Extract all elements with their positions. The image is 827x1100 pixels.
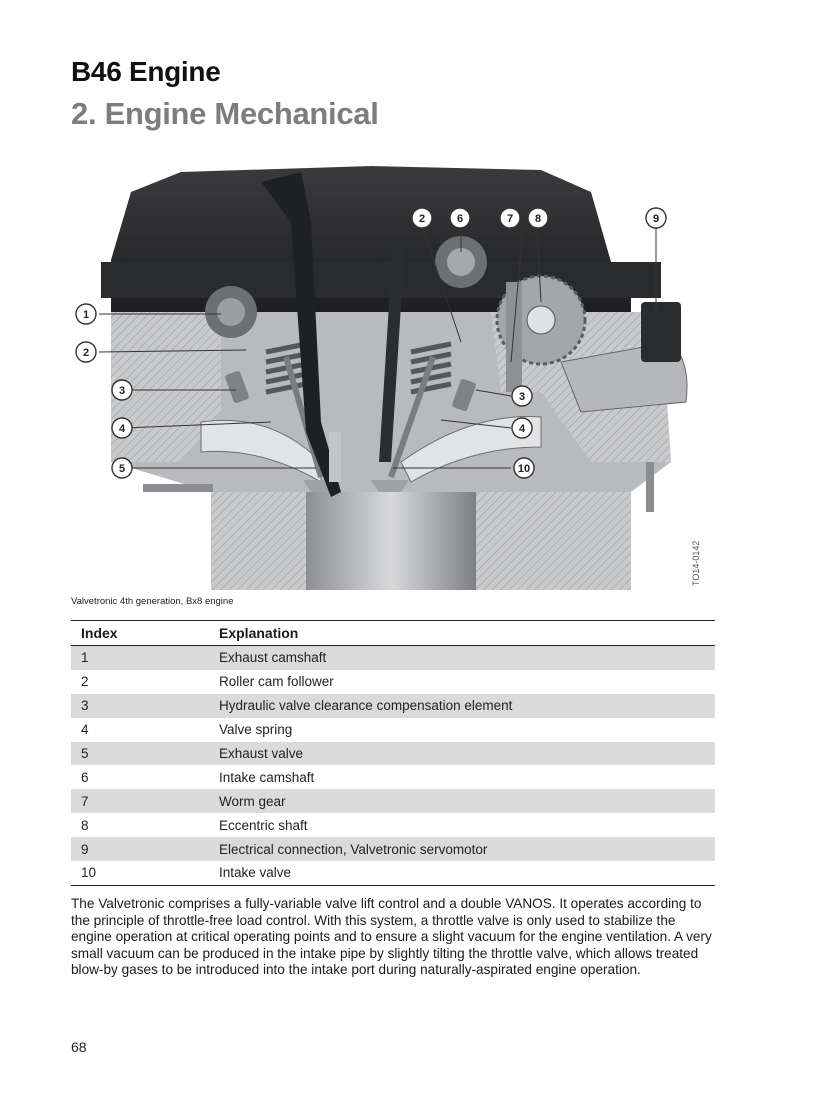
table-cell-index: 1: [71, 645, 209, 670]
table-row: 6 Intake camshaft: [71, 765, 715, 789]
callout-2-left: 2: [75, 341, 97, 363]
body-paragraph: The Valvetronic comprises a fully-variab…: [71, 896, 712, 978]
table-cell-index: 8: [81, 817, 89, 833]
callout-3-right: 3: [511, 385, 533, 407]
svg-text:7: 7: [507, 213, 513, 225]
table-cell-explanation: Electrical connection, Valvetronic servo…: [209, 837, 715, 862]
table-cell-index: 7: [71, 789, 209, 814]
table-cell-explanation: Exhaust valve: [209, 741, 715, 766]
callout-10: 10: [513, 457, 535, 479]
section-title: 2. Engine Mechanical: [71, 96, 379, 131]
engine-cutaway-figure: 1 2 3 4 5 2 3 4 10 6 7 8 9 TO14-0142: [71, 162, 716, 590]
column-header-explanation: Explanation: [209, 620, 715, 646]
image-code: TO14-0142: [691, 541, 701, 586]
callout-2-right: 2: [411, 207, 433, 229]
table-header-row: Index Explanation: [71, 620, 715, 646]
callout-4-left: 4: [111, 417, 133, 439]
callout-9: 9: [645, 207, 667, 229]
svg-text:8: 8: [535, 213, 541, 225]
svg-text:9: 9: [653, 213, 659, 225]
table-cell-explanation: Worm gear: [209, 789, 715, 814]
callout-5: 5: [111, 457, 133, 479]
callout-3-left: 3: [111, 379, 133, 401]
table-cell-index: 6: [81, 769, 89, 785]
page-title: B46 Engine: [71, 56, 221, 87]
table-cell-explanation: Valve spring: [219, 722, 293, 738]
table-cell-index: 10: [71, 861, 209, 886]
callout-7: 7: [499, 207, 521, 229]
table-row: 8 Eccentric shaft: [71, 813, 715, 837]
page-number: 68: [71, 1039, 87, 1055]
svg-text:4: 4: [119, 423, 126, 435]
engine-cutaway-drawing: 1 2 3 4 5 2 3 4 10 6 7 8 9 TO14-0142: [75, 166, 701, 590]
table-cell-index: 3: [71, 693, 209, 718]
callout-1: 1: [75, 303, 97, 325]
table-cell-index: 9: [71, 837, 209, 862]
column-header-index: Index: [71, 620, 209, 646]
table-row: 4 Valve spring: [71, 718, 715, 742]
svg-text:3: 3: [119, 385, 125, 397]
callout-4-right: 4: [511, 417, 533, 439]
table-cell-explanation: Hydraulic valve clearance compensation e…: [209, 693, 715, 718]
svg-text:4: 4: [519, 423, 526, 435]
table-cell-explanation: Eccentric shaft: [219, 817, 308, 833]
table-cell-index: 4: [81, 722, 89, 738]
table-row: 2 Roller cam follower: [71, 670, 715, 694]
svg-text:6: 6: [457, 213, 463, 225]
callout-6: 6: [449, 207, 471, 229]
table-cell-explanation: Roller cam follower: [219, 674, 334, 690]
table-cell-explanation: Intake valve: [209, 861, 715, 886]
svg-text:5: 5: [119, 463, 125, 475]
svg-text:2: 2: [419, 213, 425, 225]
table-cell-explanation: Exhaust camshaft: [209, 645, 715, 670]
svg-text:10: 10: [518, 463, 530, 475]
table-cell-index: 5: [71, 741, 209, 766]
figure-caption: Valvetronic 4th generation, Bx8 engine: [71, 596, 234, 607]
svg-text:3: 3: [519, 391, 525, 403]
table-cell-index: 2: [81, 674, 89, 690]
svg-text:1: 1: [83, 309, 89, 321]
callout-8: 8: [527, 207, 549, 229]
table-cell-explanation: Intake camshaft: [219, 769, 315, 785]
svg-text:2: 2: [83, 347, 89, 359]
